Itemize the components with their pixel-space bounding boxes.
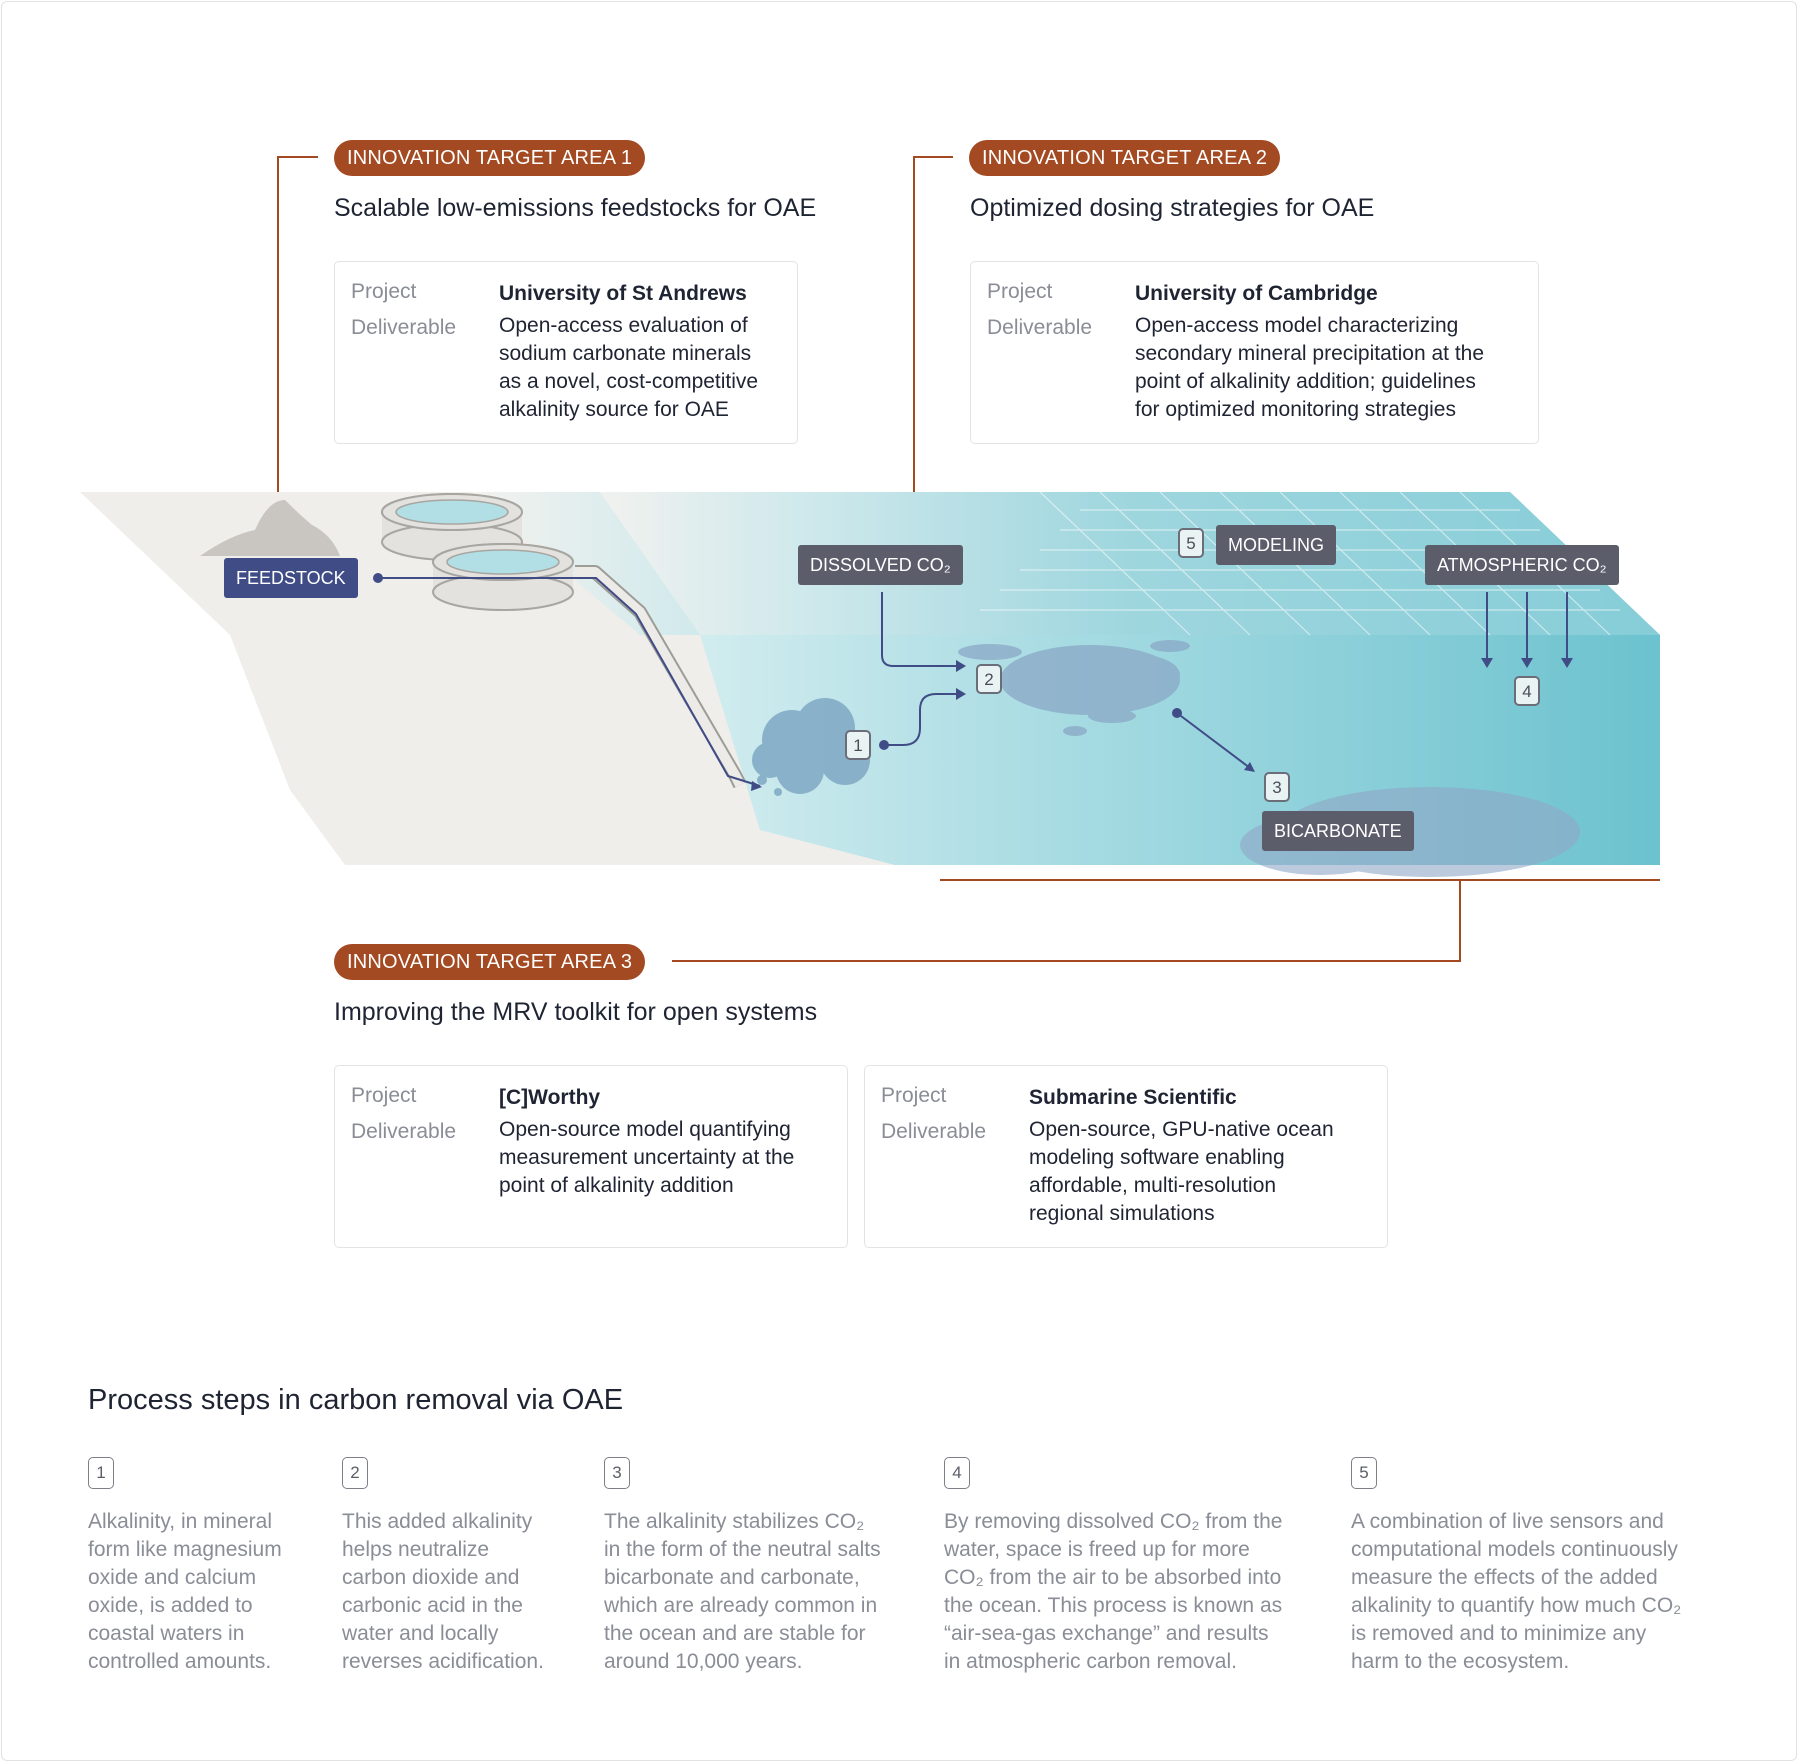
modeling-tag: MODELING	[1216, 525, 1337, 565]
ita3-title: Improving the MRV toolkit for open syste…	[334, 998, 818, 1026]
process-title: Process steps in carbon removal via OAE	[88, 1384, 624, 1416]
deliverable-text: Open-source model quantifying measuremen…	[499, 1118, 795, 1197]
deliverable-label: Deliverable	[351, 316, 457, 339]
process-arrows	[881, 592, 1568, 769]
ita3-project-card-worthy: Project [C]Worthy Deliverable Open-sourc…	[334, 1065, 848, 1248]
deliverable-label: Deliverable	[351, 1120, 457, 1143]
project-label: Project	[881, 1084, 947, 1107]
project-label: Project	[351, 280, 417, 303]
step-1-number: 1	[88, 1457, 114, 1489]
ita2-badge: INNOVATION TARGET AREA 2	[969, 140, 1281, 176]
marker-3: 3	[1264, 772, 1290, 802]
project-name: Submarine Scientific	[1029, 1086, 1237, 1109]
ita2-title: Optimized dosing strategies for OAE	[970, 194, 1375, 222]
alkalinity-plume	[752, 698, 870, 796]
arrow-step1-to-2	[884, 693, 958, 746]
step-2-number: 2	[342, 1457, 368, 1489]
ita1-title: Scalable low-emissions feedstocks for OA…	[334, 194, 817, 222]
tanks	[381, 493, 574, 611]
project-name: [C]Worthy	[499, 1086, 601, 1109]
arrow-dissolved-co2	[881, 592, 958, 667]
deliverable-text: Open-source, GPU-native ocean modeling s…	[1029, 1118, 1334, 1225]
deliverable-label: Deliverable	[987, 316, 1093, 339]
ita2-project-card: Project University of Cambridge Delivera…	[970, 261, 1539, 444]
step-5-number: 5	[1351, 1457, 1377, 1489]
step-4-number: 4	[944, 1457, 970, 1489]
step-3-number: 3	[604, 1457, 630, 1489]
ita1-connector	[277, 156, 318, 494]
project-label: Project	[987, 280, 1053, 303]
ita3-connector	[672, 879, 1660, 962]
atmospheric-co2-tag: ATMOSPHERIC CO₂	[1425, 545, 1619, 585]
project-name: University of St Andrews	[499, 282, 747, 305]
deliverable-label: Deliverable	[881, 1120, 987, 1143]
feedstock-pile	[200, 500, 340, 556]
arrow-to-bicarbonate	[1176, 712, 1251, 769]
marker-4: 4	[1514, 676, 1540, 706]
project-name: University of Cambridge	[1135, 282, 1378, 305]
dissolved-patches	[958, 640, 1190, 736]
deliverable-text: Open-access evaluation of sodium carbona…	[499, 314, 759, 421]
ita1-project-card: Project University of St Andrews Deliver…	[334, 261, 798, 444]
marker-1: 1	[845, 730, 871, 760]
marker-2: 2	[976, 664, 1002, 694]
dissolved-co2-tag: DISSOLVED CO₂	[798, 545, 963, 585]
feedstock-tag: FEEDSTOCK	[224, 558, 358, 598]
marker-5: 5	[1178, 528, 1204, 558]
bicarbonate-tag: BICARBONATE	[1262, 811, 1414, 851]
deliverable-text: Open-access model characterizing seconda…	[1135, 314, 1485, 421]
feed-flow-line	[378, 577, 761, 787]
ita3-badge: INNOVATION TARGET AREA 3	[334, 944, 646, 980]
ita2-connector	[913, 156, 953, 494]
ita3-project-card-submarine: Project Submarine Scientific Deliverable…	[864, 1065, 1388, 1248]
project-label: Project	[351, 1084, 417, 1107]
ita1-badge: INNOVATION TARGET AREA 1	[334, 140, 646, 176]
